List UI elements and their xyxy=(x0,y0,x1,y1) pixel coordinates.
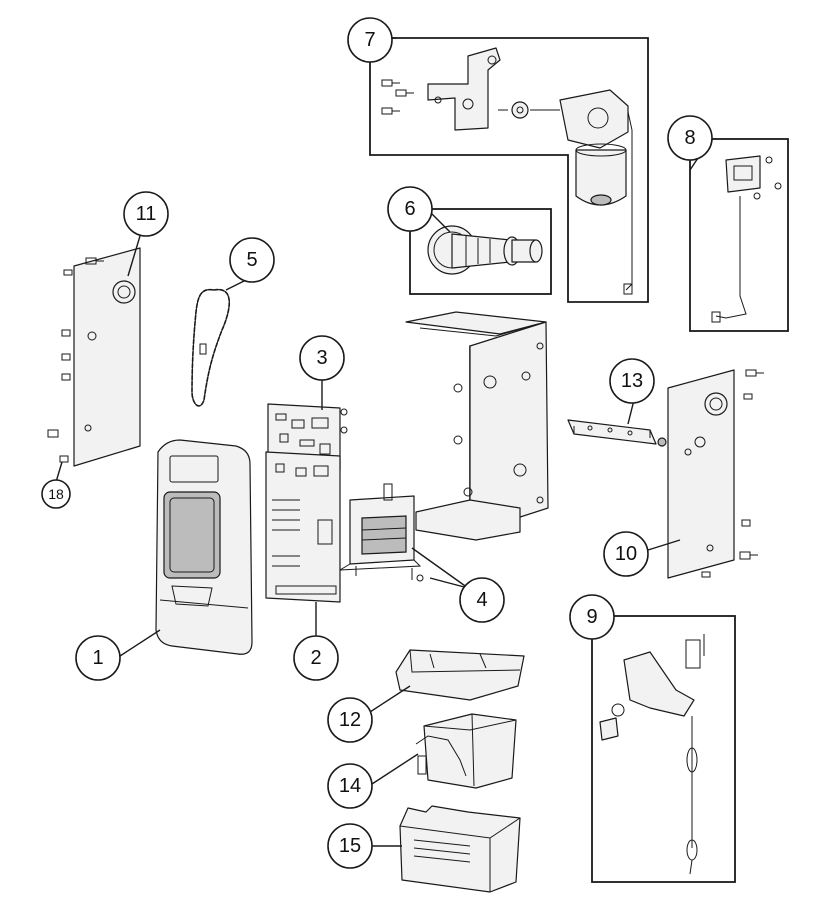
svg-text:13: 13 xyxy=(621,370,643,392)
svg-text:3: 3 xyxy=(316,347,327,369)
callout-9: 9 xyxy=(569,594,615,640)
callout-5: 5 xyxy=(229,237,275,283)
callout-18: 18 xyxy=(41,479,71,509)
callout-1: 1 xyxy=(75,635,121,681)
callout-13: 13 xyxy=(609,358,655,404)
chassis-frame xyxy=(405,311,549,541)
callout-14: 14 xyxy=(327,763,373,809)
svg-text:2: 2 xyxy=(310,647,321,669)
svg-text:7: 7 xyxy=(364,29,375,51)
part-7-motor-assembly xyxy=(369,37,649,303)
part-4-transformer xyxy=(339,483,424,582)
part-14-battery xyxy=(415,713,517,789)
part-2-power-board xyxy=(265,451,341,603)
callout-11: 11 xyxy=(123,191,169,237)
svg-text:11: 11 xyxy=(136,203,157,225)
svg-text:10: 10 xyxy=(615,543,637,565)
part-13-rail-bracket xyxy=(567,419,667,447)
svg-text:6: 6 xyxy=(404,198,415,220)
svg-text:1: 1 xyxy=(92,647,103,669)
part-10-right-side-plate xyxy=(667,369,764,579)
callout-12: 12 xyxy=(327,697,373,743)
svg-text:9: 9 xyxy=(586,606,597,628)
part-6-drive-sprocket xyxy=(409,208,552,295)
callout-6: 6 xyxy=(387,186,433,232)
svg-text:12: 12 xyxy=(339,709,361,731)
callout-7: 7 xyxy=(347,17,393,63)
svg-text:8: 8 xyxy=(684,127,695,149)
svg-text:15: 15 xyxy=(339,835,361,857)
svg-text:4: 4 xyxy=(476,589,487,611)
callout-3: 3 xyxy=(299,335,345,381)
callout-4: 4 xyxy=(459,577,505,623)
svg-text:5: 5 xyxy=(246,249,257,271)
part-8-limit-harness xyxy=(689,138,789,332)
part-11-left-side-plate xyxy=(47,247,141,467)
part-15-battery-cover xyxy=(399,805,521,893)
part-1-front-cover xyxy=(155,439,253,655)
callout-8: 8 xyxy=(667,115,713,161)
callout-2: 2 xyxy=(293,635,339,681)
svg-text:14: 14 xyxy=(339,775,361,797)
callout-10: 10 xyxy=(603,531,649,577)
part-9-manual-release xyxy=(591,615,736,883)
callout-15: 15 xyxy=(327,823,373,869)
part-12-battery-tray xyxy=(395,649,525,701)
part-5-drive-chain xyxy=(191,288,230,407)
svg-text:18: 18 xyxy=(48,486,64,502)
